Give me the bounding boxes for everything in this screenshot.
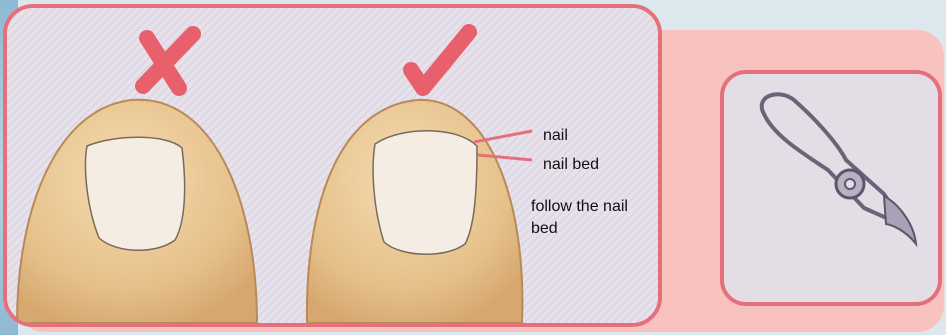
toenail-comparison-panel: nail nail bed follow the nail bed — [3, 4, 662, 327]
nail-label: nail — [543, 125, 568, 147]
follow-nail-bed-label: follow the nail bed — [531, 196, 641, 240]
nail-clipper-icon — [724, 74, 938, 302]
nail-clipper-panel — [720, 70, 942, 306]
nail-bed-label: nail bed — [543, 154, 599, 176]
